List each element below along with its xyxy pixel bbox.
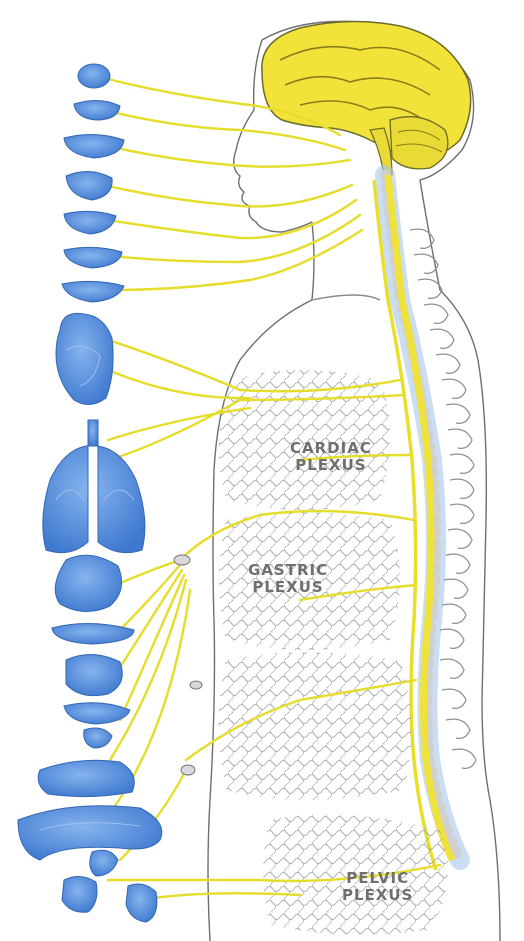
cardiac-plexus-label: CARDIAC PLEXUS	[290, 440, 372, 474]
pelvic-plexus-label-line1: PELVIC	[342, 870, 413, 887]
bladder-organ	[62, 876, 97, 912]
trachea-organ	[88, 420, 98, 446]
lacrimal-gland-organ	[74, 100, 120, 120]
stomach-organ	[55, 555, 121, 611]
brain	[262, 21, 471, 175]
cardiac-plexus-label-line2: PLEXUS	[290, 457, 372, 474]
gastric-plexus-label-line2: PLEXUS	[248, 579, 328, 596]
pelvic-plexus-label: PELVIC PLEXUS	[342, 870, 413, 904]
gastric-plexus-label-line1: GASTRIC	[248, 562, 328, 579]
small-intestine-organ	[84, 728, 112, 748]
pelvic-plexus-label-line2: PLEXUS	[342, 887, 413, 904]
kidney-organ	[126, 884, 157, 922]
tongue-organ	[62, 281, 124, 302]
sublingual-gland-organ	[64, 247, 122, 268]
large-intestine-organ	[38, 760, 134, 796]
submandibular-gland-organ	[64, 211, 116, 234]
cardiac-plexus-label-line1: CARDIAC	[290, 440, 372, 457]
heart-organ	[56, 313, 113, 404]
nasal-mucosa-organ	[64, 134, 124, 158]
colon-organ	[18, 806, 162, 860]
rectum-organ	[90, 850, 118, 876]
gastric-plexus-label: GASTRIC PLEXUS	[248, 562, 328, 596]
parotid-gland-organ	[66, 171, 112, 200]
eye-organ	[78, 64, 110, 88]
lungs-organ	[43, 446, 145, 553]
liver-organ	[66, 654, 122, 695]
intestinal-plexus-web	[219, 653, 411, 801]
